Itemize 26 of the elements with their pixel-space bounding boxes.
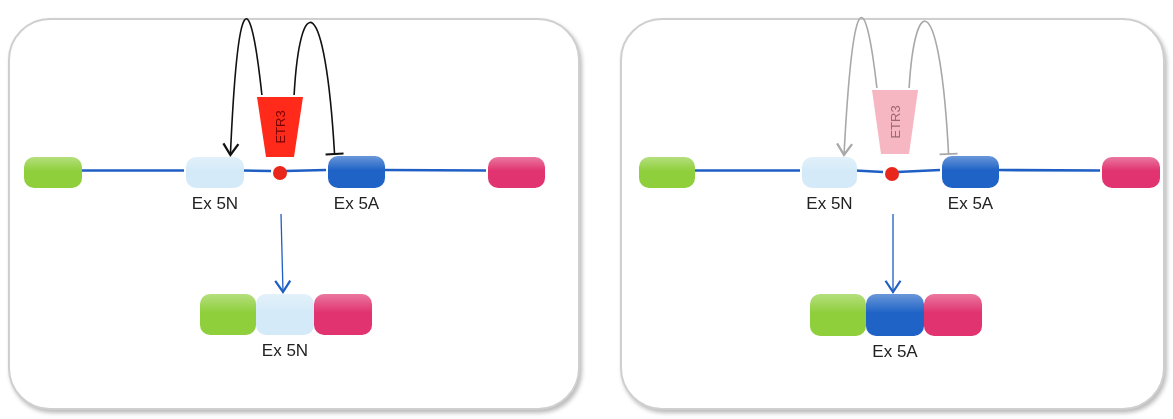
- exon-label: Ex 5A: [872, 342, 918, 362]
- exon-label: Ex 5N: [261, 341, 309, 361]
- exon-label: Ex 5N: [191, 194, 239, 214]
- arrow: [836, 16, 878, 157]
- arrow: [884, 213, 902, 294]
- rounded-panel: [8, 18, 580, 410]
- inhibition-line: [908, 20, 959, 156]
- rounded-panel: [620, 18, 1165, 410]
- intron-line: [693, 169, 800, 172]
- arrow: [222, 18, 263, 157]
- intron-line: [896, 168, 941, 174]
- intron-line: [997, 168, 1100, 172]
- binding-site-dot: [273, 166, 287, 180]
- intron-line: [241, 169, 272, 173]
- intron-line: [383, 168, 486, 172]
- inhibition-line: [293, 21, 345, 156]
- exon-label: Ex 5A: [947, 194, 994, 214]
- exon-label: Ex 5N: [806, 194, 853, 214]
- protein-label: ETR3: [272, 110, 288, 144]
- binding-site-dot: [885, 167, 899, 181]
- protein-label: ETR3: [887, 105, 903, 139]
- arrow: [274, 213, 292, 294]
- intron-line: [80, 169, 184, 172]
- intron-line: [854, 169, 884, 174]
- exon-label: Ex 5A: [333, 194, 380, 214]
- intron-line: [284, 168, 327, 173]
